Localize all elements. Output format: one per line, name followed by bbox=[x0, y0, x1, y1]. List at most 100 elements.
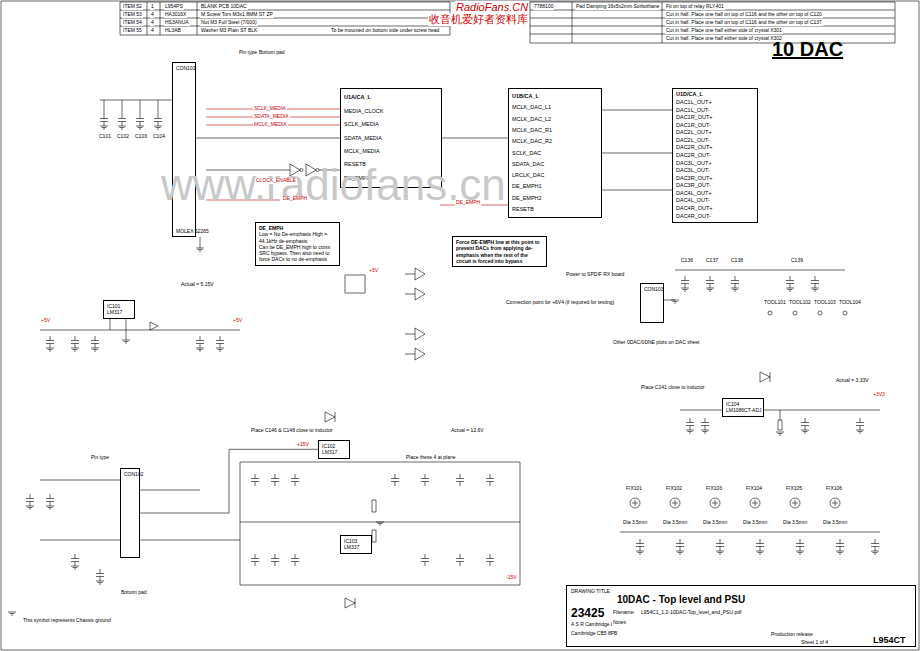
pin-name: DE_EMPH2 bbox=[512, 195, 598, 202]
pin-name: IC102 bbox=[322, 443, 346, 449]
wire bbox=[442, 138, 508, 139]
part-reference: U1B/CA_L bbox=[512, 93, 598, 100]
annotation: L954PS bbox=[164, 4, 184, 10]
pin-name: DAC3R_OUT- bbox=[676, 182, 754, 189]
part-reference: FIX101 bbox=[625, 486, 643, 492]
pin-name: DAC1R_OUT- bbox=[676, 122, 754, 129]
watermark: RadioFans.CN bbox=[455, 1, 529, 14]
annotation: Place C146 & C148 close to inductor bbox=[250, 428, 334, 434]
part-reference: U1D/CA_L bbox=[676, 91, 754, 98]
annotation: Dia 3.5mm bbox=[742, 520, 768, 526]
rail-name: +3V3 bbox=[872, 392, 886, 398]
ic-block: U1D/CA_LDAC1L_OUT+DAC1L_OUT-DAC1R_OUT+DA… bbox=[672, 88, 758, 223]
annotation: L954CT bbox=[872, 635, 907, 645]
annotation: Washer M3 Plain ST BLK bbox=[200, 28, 258, 34]
annotation: Pin type bbox=[90, 455, 110, 461]
pin-name: DAC4L_OUT- bbox=[676, 197, 754, 204]
note-text: Can tie DE_EMPH high to cross SRC bypass… bbox=[259, 244, 336, 263]
annotation: Pin type bbox=[238, 50, 258, 56]
pin-name: CON102 bbox=[124, 471, 136, 477]
watermark: 收音机爱好者资料库 bbox=[428, 13, 529, 26]
annotation: Cambridge CB5 8PB bbox=[570, 631, 618, 637]
annotation: 4 bbox=[150, 12, 155, 18]
net-name: DE_EMPH bbox=[282, 196, 308, 202]
annotation: Place these 4 at plane bbox=[405, 455, 456, 461]
annotation: To be mounted on bottom side under screw… bbox=[330, 28, 440, 34]
connector-header: CON103 bbox=[640, 283, 664, 323]
note-text: Force DE-EMPH low at this point to preve… bbox=[456, 239, 543, 264]
rail-name: +5V bbox=[232, 318, 243, 324]
part-reference: FIX104 bbox=[745, 486, 763, 492]
rail-name: +15V bbox=[296, 442, 310, 448]
ic-block: U1B/CA_L MCLK_DAC_L1MCLK_DAC_L2MCLK_DAC_R… bbox=[508, 88, 602, 218]
note-box: Force DE-EMPH low at this point to preve… bbox=[452, 236, 547, 267]
part-reference: TOOL101 bbox=[763, 300, 787, 306]
annotation: L954C1_1.2-10DAC-Top_level_and_PSU.pdf bbox=[640, 610, 742, 616]
annotation: Power to SPDIF RX board bbox=[565, 272, 625, 278]
annotation: 4 bbox=[150, 20, 155, 26]
annotation: Cut in half. Place one half on top of C1… bbox=[665, 20, 823, 26]
note-text: DE_EMPH bbox=[259, 225, 336, 231]
regulator-ic: IC104LM1086CT-ADJ bbox=[722, 398, 764, 417]
annotation: Other 0DAC/0DNE plots on DAC sheet bbox=[612, 340, 700, 346]
annotation: HS3ANUA bbox=[164, 20, 190, 26]
annotation: Place C141 close to inductor bbox=[640, 385, 706, 391]
pin-name: SCLK_DAC bbox=[512, 150, 598, 157]
pin-name: IC103 bbox=[344, 538, 368, 544]
annotation: 7788100 bbox=[533, 4, 554, 10]
pin-name: CON103 bbox=[644, 286, 660, 292]
pin-name: DAC1L_OUT+ bbox=[676, 99, 754, 106]
annotation: Dia 3.5mm bbox=[782, 520, 808, 526]
pin-name: LM337 bbox=[344, 544, 368, 550]
annotation: Sheet 1 of 4 bbox=[800, 640, 829, 646]
pin-name: RESETB bbox=[512, 206, 598, 213]
part-reference: C103 bbox=[134, 134, 148, 140]
annotation: BLANK PCB 10DAC bbox=[200, 4, 248, 10]
pin-name: MCLK_DAC_R1 bbox=[512, 127, 598, 134]
annotation: Nut M3 Full Steel (7/000) bbox=[200, 20, 258, 26]
part-reference: FIX105 bbox=[785, 486, 803, 492]
annotation: ITEM 54 bbox=[122, 20, 143, 26]
net-name: DE_EMPH bbox=[455, 200, 481, 206]
part-reference: TOOL103 bbox=[813, 300, 837, 306]
annotation: ITEM 53 bbox=[122, 12, 143, 18]
regulator-ic: IC101LM317 bbox=[103, 300, 135, 319]
annotation: This symbol represents Chassis ground bbox=[22, 618, 112, 624]
pin-name: DAC4L_OUT+ bbox=[676, 190, 754, 197]
net-name: MCLK_MEDIA bbox=[253, 122, 288, 128]
annotation: Bottom pad bbox=[120, 590, 148, 596]
pin-name: DAC3L_OUT- bbox=[676, 167, 754, 174]
annotation: Dia 3.5mm bbox=[662, 520, 688, 526]
pin-name: DAC4R_OUT- bbox=[676, 213, 754, 220]
part-reference: C138 bbox=[730, 258, 744, 264]
rail-name: -15V bbox=[505, 575, 518, 581]
pin-name: MCLK_DAC_L1 bbox=[512, 104, 598, 111]
annotation: Cut in half. Place one half either side … bbox=[665, 28, 783, 34]
pin-name: DAC1L_OUT- bbox=[676, 107, 754, 114]
part-reference: TOOL104 bbox=[838, 300, 862, 306]
pin-name: DAC1R_OUT+ bbox=[676, 114, 754, 121]
annotation: Pad Damping 16x5x2mm Sorbothane bbox=[575, 4, 660, 10]
pin-name: DAC3R_OUT+ bbox=[676, 175, 754, 182]
annotation: M Screw Torx M3x1 8MM ST ZP bbox=[200, 12, 274, 18]
pin-name: LRCLK_DAC bbox=[512, 172, 598, 179]
pin-name: MCLK_DAC_L2 bbox=[512, 116, 598, 123]
pin-name: SDATA_MEDIA bbox=[344, 135, 438, 142]
pin-name: MCLK_DAC_R2 bbox=[512, 138, 598, 145]
part-reference: C137 bbox=[705, 258, 719, 264]
annotation: 1 bbox=[150, 4, 155, 10]
pin-name: DRAWING TITLE bbox=[571, 588, 610, 594]
annotation: Actual = 5.15V bbox=[180, 282, 215, 288]
pin-name: MCLK_MEDIA bbox=[344, 148, 438, 155]
regulator-ic: IC102LM317 bbox=[318, 440, 350, 459]
part-reference: C139 bbox=[790, 258, 804, 264]
part-reference: C102 bbox=[116, 134, 130, 140]
annotation: Dia 3.5mm bbox=[702, 520, 728, 526]
pin-name: DAC4R_OUT+ bbox=[676, 205, 754, 212]
pin-name: LM1086CT-ADJ bbox=[726, 407, 760, 413]
net-name: SCLK_MEDIA bbox=[253, 106, 287, 112]
annotation: Bottom pad bbox=[258, 50, 286, 56]
annotation: 4 bbox=[150, 28, 155, 34]
pin-name: LM317 bbox=[107, 309, 131, 315]
part-reference: C136 bbox=[680, 258, 694, 264]
